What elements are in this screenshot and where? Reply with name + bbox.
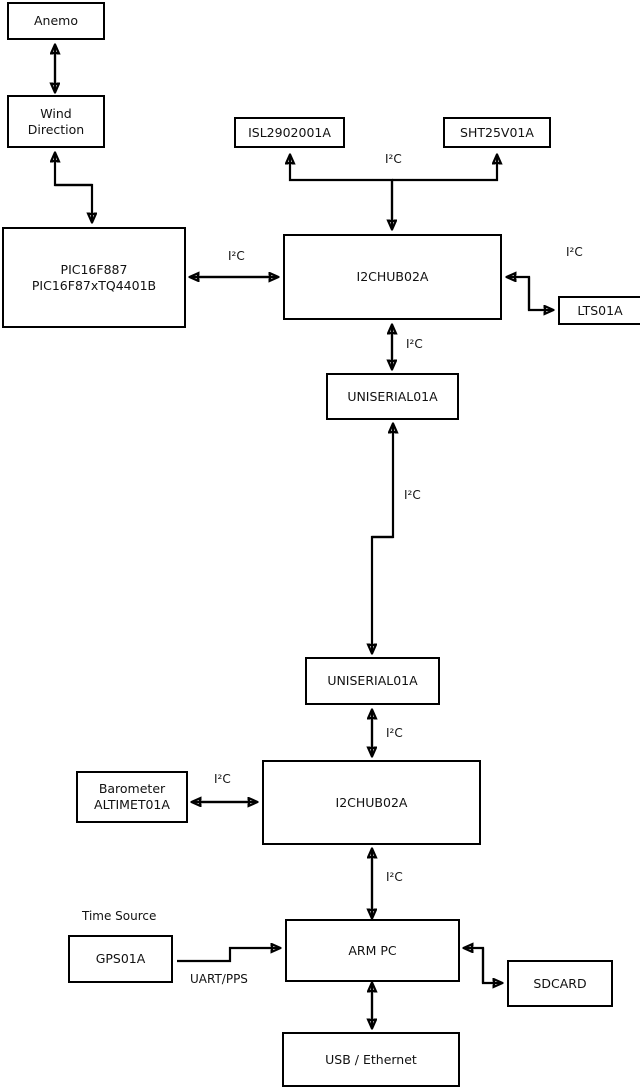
block-usb-ethernet[interactable]: USB / Ethernet bbox=[282, 1032, 460, 1087]
edge-label-hub-lts: I²C bbox=[566, 245, 583, 259]
block-anemo-label: Anemo bbox=[34, 13, 78, 29]
block-sdcard-label: SDCARD bbox=[533, 975, 587, 991]
edge-label-hub-uniserial: I²C bbox=[406, 337, 423, 351]
wire-hub-lts-in bbox=[507, 277, 531, 310]
label-time-source: Time Source bbox=[82, 909, 157, 923]
block-sht25v01a[interactable]: SHT25V01A bbox=[443, 117, 551, 148]
edge-label-barometer-hubbot: I²C bbox=[214, 772, 231, 786]
block-uniserial01a-bottom-label: UNISERIAL01A bbox=[327, 673, 418, 689]
edge-label-pic-hub: I²C bbox=[228, 249, 245, 263]
block-arm-pc[interactable]: ARM PC bbox=[285, 919, 460, 982]
block-usb-ethernet-label: USB / Ethernet bbox=[325, 1051, 417, 1067]
block-gps01a-label: GPS01A bbox=[95, 951, 146, 967]
edge-label-hub-sensors: I²C bbox=[385, 152, 402, 166]
block-isl2902001a-label: ISL2902001A bbox=[248, 124, 331, 140]
block-wind-direction[interactable]: Wind Direction bbox=[7, 95, 105, 148]
block-barometer[interactable]: Barometer ALTIMET01A bbox=[76, 771, 188, 823]
block-gps01a[interactable]: GPS01A bbox=[68, 935, 173, 983]
wire-uniserial-link-up bbox=[372, 424, 393, 539]
block-uniserial01a-top-label: UNISERIAL01A bbox=[347, 388, 438, 404]
block-sht25v01a-label: SHT25V01A bbox=[460, 124, 534, 140]
block-pic-mcu-label: PIC16F887 PIC16F87xTQ4401B bbox=[31, 261, 157, 293]
block-sdcard[interactable]: SDCARD bbox=[507, 960, 613, 1007]
wire-hub-sensor-sht bbox=[392, 155, 497, 182]
wire-hub-lts-out bbox=[527, 277, 553, 310]
wire-gps-armpc bbox=[177, 948, 280, 963]
block-i2chub02a-bottom-label: I2CHUB02A bbox=[335, 794, 408, 810]
edge-label-gps-armpc: UART/PPS bbox=[190, 972, 248, 986]
block-i2chub02a-top-label: I2CHUB02A bbox=[356, 269, 429, 285]
edge-label-hubbot-armpc: I²C bbox=[386, 870, 403, 884]
edge-label-uniserial-link: I²C bbox=[404, 488, 421, 502]
wire-armpc-sdcard-in bbox=[464, 948, 485, 983]
wire-uniserial-link-down bbox=[372, 535, 393, 653]
block-uniserial01a-bottom[interactable]: UNISERIAL01A bbox=[305, 657, 440, 705]
wire-wind-pic-down bbox=[55, 183, 92, 222]
wire-armpc-sdcard-out bbox=[481, 948, 502, 983]
block-uniserial01a-top[interactable]: UNISERIAL01A bbox=[326, 373, 459, 420]
block-barometer-label: Barometer ALTIMET01A bbox=[94, 781, 170, 812]
block-i2chub02a-bottom[interactable]: I2CHUB02A bbox=[262, 760, 481, 845]
block-pic-mcu[interactable]: PIC16F887 PIC16F87xTQ4401B bbox=[2, 227, 186, 328]
edge-label-uniserialbot-hubbot: I²C bbox=[386, 726, 403, 740]
block-isl2902001a[interactable]: ISL2902001A bbox=[234, 117, 345, 148]
block-wind-direction-label: Wind Direction bbox=[27, 105, 85, 137]
wire-hub-sensor-bus bbox=[290, 155, 394, 229]
block-i2chub02a-top[interactable]: I2CHUB02A bbox=[283, 234, 502, 320]
block-lts01a[interactable]: LTS01A bbox=[558, 296, 640, 325]
block-lts01a-label: LTS01A bbox=[577, 302, 623, 318]
block-arm-pc-label: ARM PC bbox=[348, 942, 397, 958]
block-anemo[interactable]: Anemo bbox=[7, 2, 105, 40]
wire-wind-pic-up bbox=[55, 153, 92, 187]
